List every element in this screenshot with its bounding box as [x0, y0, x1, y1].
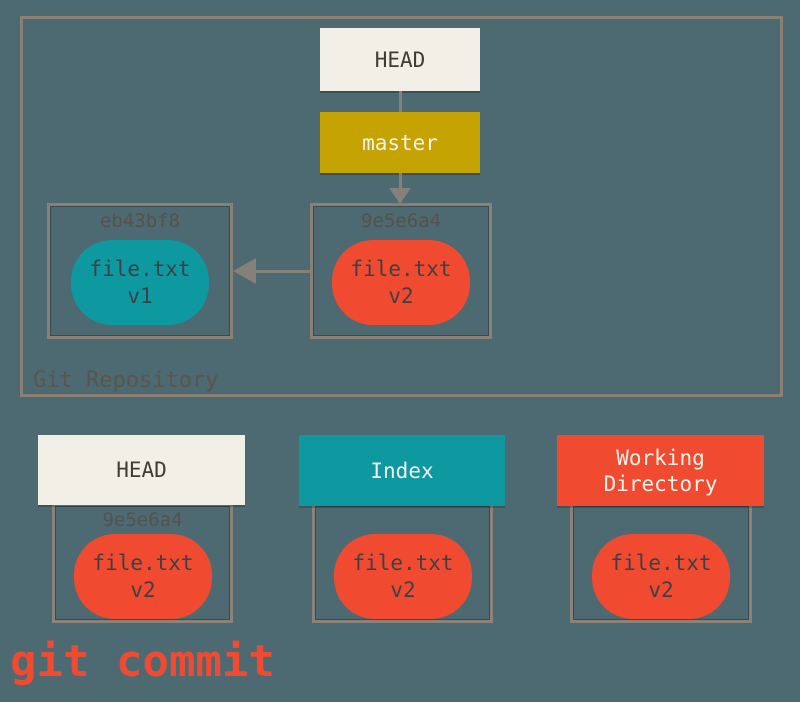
- index-area-box: file.txt v2: [312, 503, 493, 623]
- file-name: file.txt: [352, 550, 454, 575]
- file-blob-v2: file.txt v2: [332, 240, 470, 325]
- head-ref-box: HEAD: [320, 28, 480, 91]
- master-branch-label: master: [362, 130, 438, 155]
- commit-parent-line: [254, 270, 310, 273]
- git-repository-label: Git Repository: [33, 368, 219, 393]
- file-name: file.txt: [92, 550, 194, 575]
- commit-hash: 9e5e6a4: [360, 210, 442, 232]
- file-version: v2: [390, 577, 416, 602]
- index-area-title: Index: [370, 458, 434, 483]
- file-version: v2: [130, 577, 156, 602]
- commit-box-eb43bf8: eb43bf8 file.txt v1: [47, 203, 233, 339]
- master-branch-box: master: [320, 112, 480, 173]
- file-version: v1: [127, 283, 153, 308]
- head-file-blob: file.txt v2: [74, 534, 212, 619]
- head-area-header: HEAD: [38, 435, 245, 505]
- file-blob-v1: file.txt v1: [71, 240, 209, 325]
- working-directory-header: Working Directory: [557, 435, 764, 506]
- index-file-blob: file.txt v2: [334, 534, 472, 619]
- file-name: file.txt: [350, 256, 452, 281]
- commit-box-9e5e6a4: 9e5e6a4 file.txt v2: [310, 203, 492, 339]
- git-commit-caption: git commit: [10, 636, 275, 687]
- file-version: v2: [388, 283, 414, 308]
- head-area-title: HEAD: [116, 458, 167, 482]
- master-to-commit-line: [399, 173, 402, 189]
- file-name: file.txt: [89, 256, 191, 281]
- file-version: v2: [648, 577, 674, 602]
- file-name: file.txt: [610, 550, 712, 575]
- head-ref-label: HEAD: [374, 47, 426, 72]
- arrow-left-icon: [233, 258, 256, 284]
- git-repository-box: Git Repository: [20, 16, 783, 397]
- arrow-down-icon: [389, 188, 411, 204]
- commit-hash: eb43bf8: [99, 210, 181, 232]
- index-area-header: Index: [299, 435, 505, 506]
- working-directory-title: Working Directory: [603, 445, 718, 496]
- head-area-box: 9e5e6a4 file.txt v2: [52, 503, 233, 623]
- head-area-hash: 9e5e6a4: [102, 509, 183, 531]
- working-directory-file-blob: file.txt v2: [592, 534, 730, 619]
- head-to-master-line: [399, 91, 402, 112]
- working-directory-box: file.txt v2: [570, 503, 752, 623]
